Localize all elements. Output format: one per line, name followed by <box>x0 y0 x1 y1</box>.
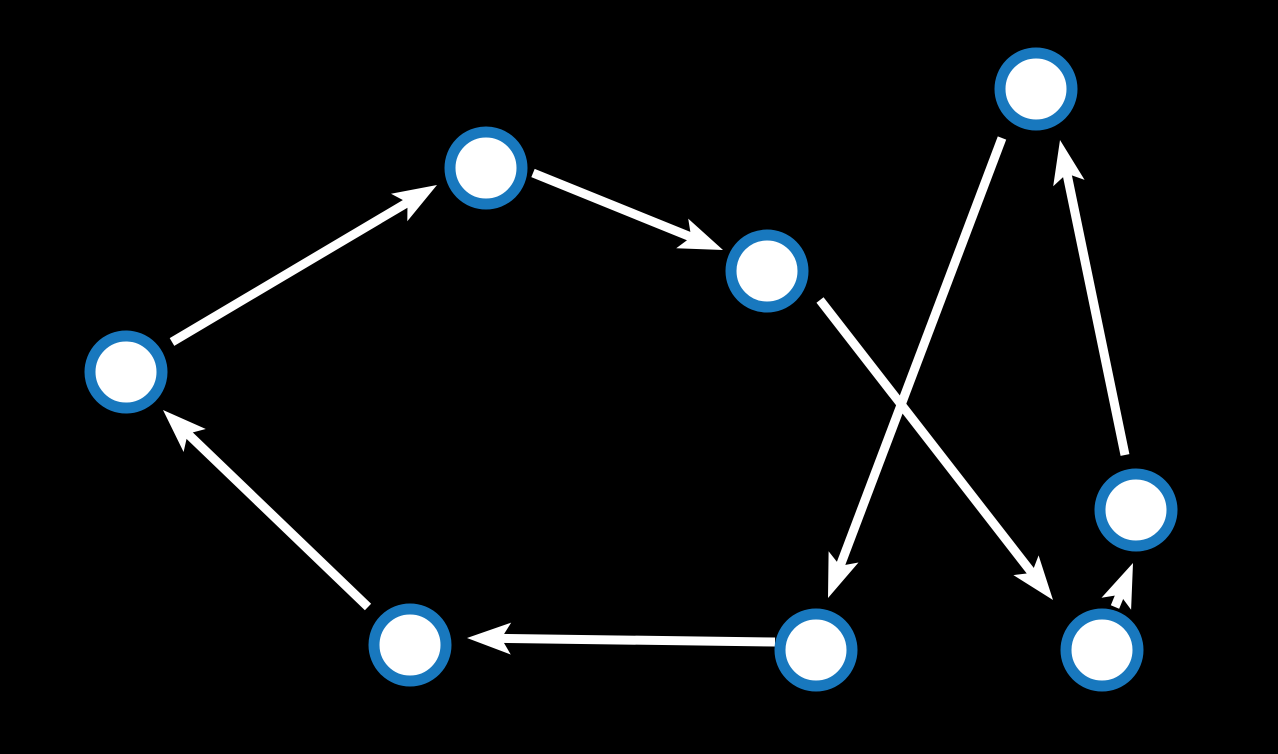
edge-shaft <box>182 428 372 611</box>
edge-left-to-upper-left <box>169 185 437 346</box>
edge-arrowhead <box>163 410 206 452</box>
edge-arrowhead <box>1013 555 1053 600</box>
edge-arrowhead <box>1101 563 1133 610</box>
edge-shaft <box>816 297 1038 579</box>
node-right <box>1094 468 1178 552</box>
edge-bottom-right-to-right <box>1101 563 1133 610</box>
edge-arrowhead <box>1053 140 1085 187</box>
edge-shaft <box>497 633 776 647</box>
edge-arrowhead <box>676 218 723 250</box>
edge-shaft <box>169 196 413 346</box>
node-bottom-middle <box>774 608 858 692</box>
node-bottom-right <box>1060 608 1144 692</box>
edge-middle-to-bottom-right <box>816 297 1053 600</box>
edge-shaft <box>1061 169 1130 456</box>
edge-shaft <box>834 136 1007 571</box>
edge-arrowhead <box>391 185 437 222</box>
node-bottom-left <box>368 603 452 687</box>
node-top-right <box>994 47 1078 131</box>
edge-bottom-middle-to-bottom-left <box>467 622 776 655</box>
edge-right-to-top-right <box>1053 140 1130 456</box>
edge-arrowhead <box>828 551 859 598</box>
edge-bottom-left-to-left <box>163 410 372 611</box>
node-left <box>84 330 168 414</box>
node-upper-left <box>444 126 528 210</box>
node-middle <box>725 229 809 313</box>
edge-arrowhead <box>467 622 512 655</box>
edge-upper-left-to-middle <box>531 168 723 250</box>
edge-top-right-to-bottom-middle <box>828 136 1007 598</box>
edge-shaft <box>531 168 697 243</box>
